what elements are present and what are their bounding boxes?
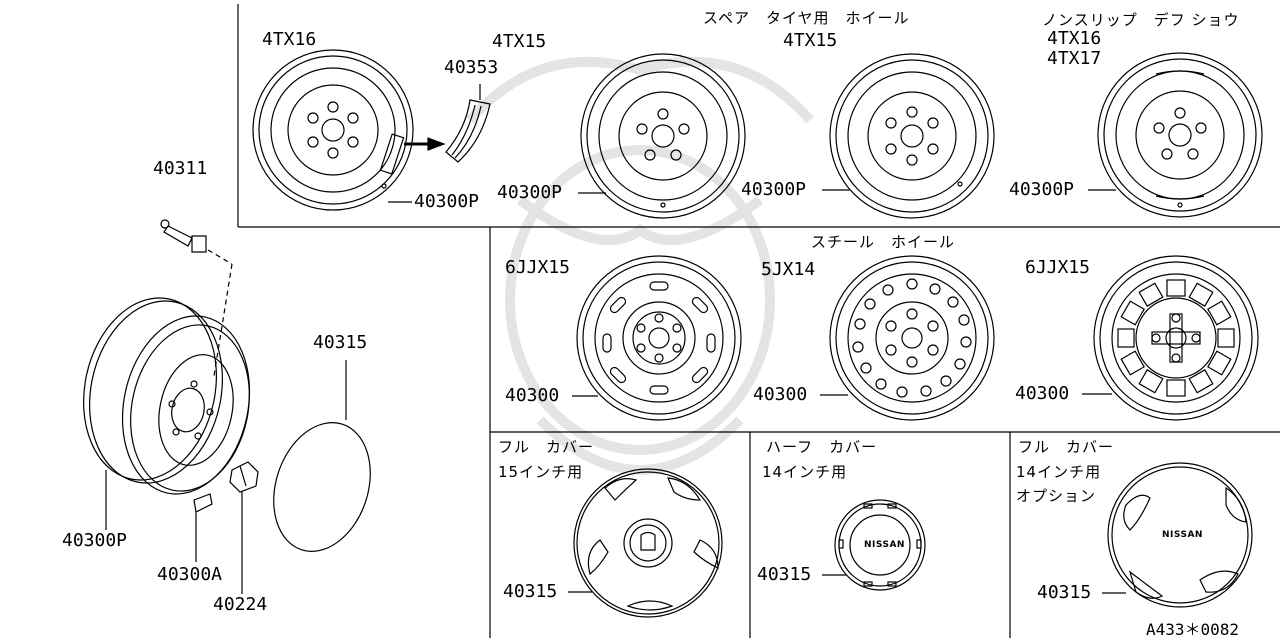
full-cover-15-title: フル カバー <box>498 438 595 456</box>
part-label-40224: 40224 <box>213 594 268 615</box>
full-cover-15-size: 15インチ用 <box>498 463 584 481</box>
part-label-40300p-left: 40300P <box>62 530 128 551</box>
full-cover-15 <box>573 468 723 618</box>
part-label-40300-a: 40300 <box>505 385 560 406</box>
part-label-40315-half14: 40315 <box>757 564 812 585</box>
size-label-6jjx15-b: 6JJX15 <box>1025 257 1091 278</box>
steel-wheel-6jjx15-a <box>576 255 742 421</box>
part-label-40315-full14: 40315 <box>1037 582 1092 603</box>
half-cover-14-title: ハーフ カバー <box>766 438 878 456</box>
size-label-nonslip-2: 4TX17 <box>1047 48 1102 69</box>
part-label-40300p-a: 40300P <box>414 191 480 212</box>
part-label-40300-b: 40300 <box>753 384 808 405</box>
full-cover-14-title: フル カバー <box>1018 438 1115 456</box>
size-label-5jx14: 5JX14 <box>761 259 816 280</box>
size-label-nonslip-1: 4TX16 <box>1047 28 1102 49</box>
steel-wheel-6jjx15-b <box>1093 255 1259 421</box>
part-label-40300p-nonslip: 40300P <box>1009 179 1075 200</box>
size-label-4tx16: 4TX16 <box>262 29 317 50</box>
valve-stem <box>160 219 233 377</box>
half-cover-14 <box>834 499 926 591</box>
leader-lines <box>105 189 1126 594</box>
part-label-40311: 40311 <box>153 158 208 179</box>
wheel-nut <box>229 461 259 493</box>
part-label-40300p-b: 40300P <box>497 182 563 203</box>
half-cover-14-size: 14インチ用 <box>762 463 848 481</box>
spare-wheel-4tx15 <box>580 53 746 219</box>
size-label-6jjx15-a: 6JJX15 <box>505 257 571 278</box>
steel-wheel-5jx14 <box>829 255 995 421</box>
spare-wheel-title: スペア タイヤ用 ホイール <box>703 9 910 27</box>
part-label-40300p-c: 40300P <box>741 179 807 200</box>
full-cover-14-option <box>1107 462 1253 608</box>
watermark-emblem <box>466 56 814 475</box>
part-label-40315-full15: 40315 <box>503 581 558 602</box>
wheel-assembly-40300p <box>83 297 251 495</box>
center-cap <box>273 422 371 552</box>
arrow-to-weight <box>404 137 446 151</box>
part-label-40300-c: 40300 <box>1015 383 1070 404</box>
nonslip-title: ノンスリップ デフ ショウ <box>1042 11 1240 29</box>
diagram-code: A433＊0082 <box>1146 620 1240 639</box>
full-cover-nissan-logo: NISSAN <box>1162 530 1203 540</box>
balance-weight-40300a <box>193 493 213 513</box>
part-label-40315-left: 40315 <box>313 332 368 353</box>
full-cover-14-option: オプション <box>1016 487 1097 505</box>
part-label-40353: 40353 <box>444 57 499 78</box>
full-cover-14-size: 14インチ用 <box>1016 463 1102 481</box>
spare-wheel-4tx15-b <box>829 53 995 219</box>
size-label-4tx15-center: 4TX15 <box>783 30 838 51</box>
half-cover-nissan-logo: NISSAN <box>864 540 905 550</box>
spare-wheel-4tx16 <box>252 49 414 211</box>
nonslip-wheel <box>1097 52 1263 218</box>
steel-wheel-title: スチール ホイール <box>811 233 956 251</box>
section-frames <box>237 4 1280 638</box>
balance-weight-40353 <box>445 84 491 163</box>
size-label-4tx15-top: 4TX15 <box>492 31 547 52</box>
part-label-40300a: 40300A <box>157 564 223 585</box>
